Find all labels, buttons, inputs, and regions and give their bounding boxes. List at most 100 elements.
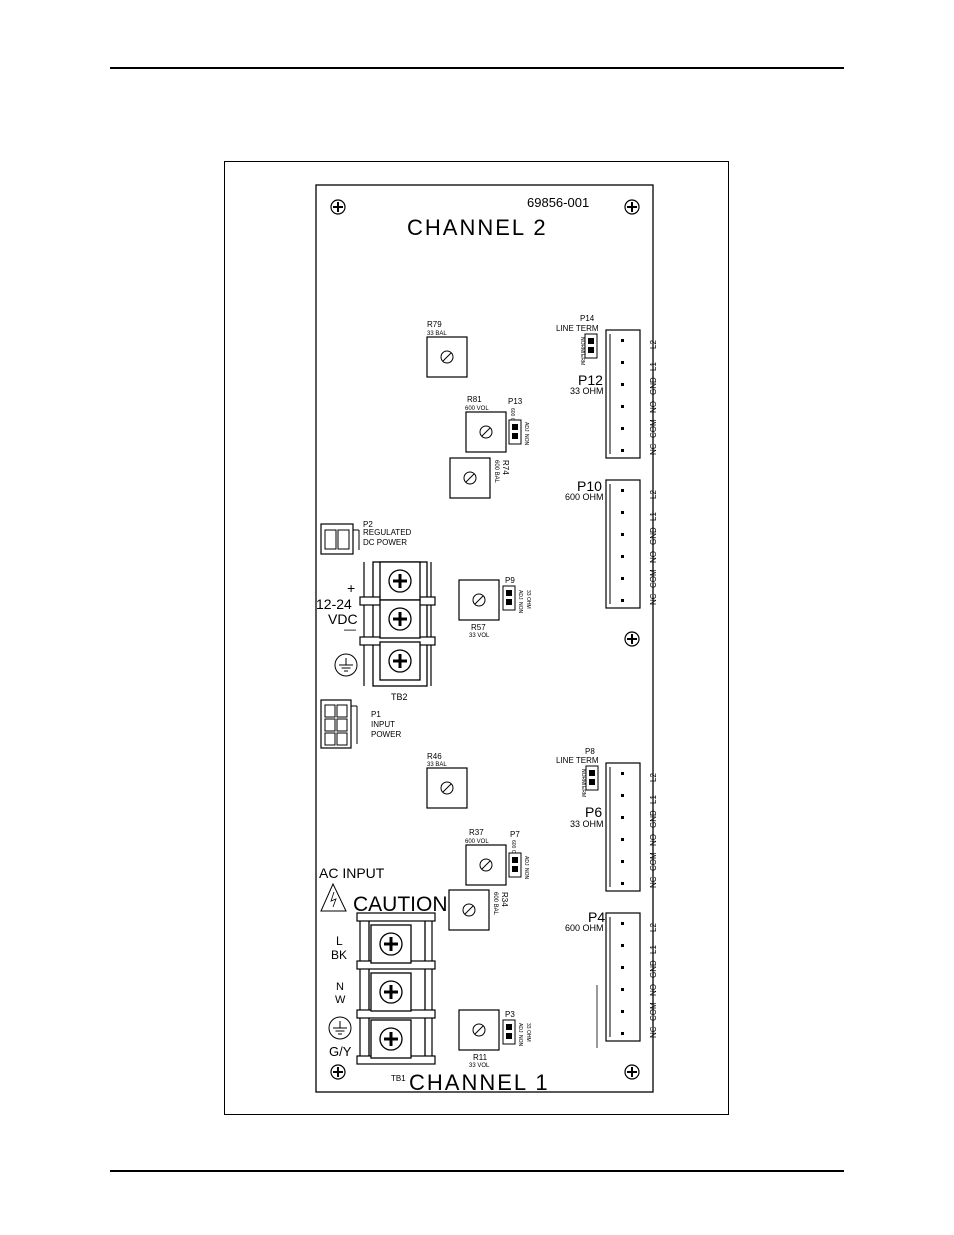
caution-label: CAUTION — [353, 893, 448, 916]
connector-p10-pin-no: NO — [649, 551, 658, 563]
connector-p4-value: 600 OHM — [565, 923, 604, 933]
connector-p6-ref: P6 — [585, 804, 602, 820]
pot-r34-value: 600 BAL — [492, 892, 498, 916]
jumper-p7[interactable] — [508, 852, 522, 878]
pot-r11[interactable] — [458, 1009, 500, 1051]
connector-p12-pin-gnd: GND — [649, 377, 658, 395]
connector-p10-ref: P10 — [577, 478, 602, 494]
connector-p12-pin-l1: L1 — [649, 362, 658, 371]
pot-r34[interactable] — [448, 889, 490, 931]
header-rule — [110, 67, 844, 69]
jumper-p13[interactable] — [508, 419, 522, 445]
p2-label-1: REGULATED — [363, 528, 412, 537]
jumper-p9[interactable] — [502, 585, 516, 611]
jumper-p9-value: 33 OHM — [525, 590, 531, 609]
ac-input-title: AC INPUT — [319, 865, 385, 881]
p2-cavity — [324, 529, 337, 550]
white-wire-label: W — [335, 994, 346, 1006]
connector-p12-pin-l2: L2 — [649, 340, 658, 349]
tb2-terminal-plus[interactable] — [378, 560, 422, 602]
mounting-screw-icon — [330, 199, 346, 215]
jumper-p3-non: NON — [517, 1035, 523, 1047]
connector-p6-pin-com: COM — [649, 852, 658, 871]
p2-label-2: DC POWER — [363, 538, 407, 547]
jumper-p7-non: NON — [523, 868, 529, 880]
connector-p12-pin-nc: NC — [649, 443, 658, 455]
jumper-p7-ref: P7 — [510, 830, 520, 839]
tb2-terminal-minus[interactable] — [378, 598, 422, 640]
connector-p6-pin-no: NO — [649, 834, 658, 846]
pot-r37-value: 600 VOL — [465, 839, 489, 845]
connector-p12[interactable] — [605, 329, 641, 459]
figure-frame — [224, 161, 729, 1115]
mounting-screw-icon — [330, 1064, 346, 1080]
pot-r74-value: 600 BAL — [493, 460, 499, 484]
connector-p10-value: 600 OHM — [565, 492, 604, 502]
connector-p10-pin-nc: NC — [649, 593, 658, 605]
jumper-p14[interactable] — [584, 333, 598, 359]
connector-p10-pin-l2: L2 — [649, 490, 658, 499]
connector-p10-pin-l1: L1 — [649, 512, 658, 521]
mounting-screw-icon — [624, 631, 640, 647]
tb1-divider — [356, 912, 436, 922]
pot-r11-value: 33 VOL — [469, 1063, 490, 1069]
plus-label: + — [347, 580, 355, 596]
tb2-terminal-ground[interactable] — [378, 640, 422, 682]
pot-r81[interactable] — [465, 411, 507, 453]
connector-p6-pin-gnd: GND — [649, 810, 658, 828]
connector-p4-pin-l1: L1 — [649, 945, 658, 954]
connector-p12-value: 33 OHM — [570, 386, 604, 396]
jumper-p13-value: 600 OHM — [509, 408, 515, 429]
pot-r46[interactable] — [426, 767, 468, 809]
connector-p10-pin-com: COM — [649, 569, 658, 588]
connector-p6[interactable] — [605, 762, 641, 892]
lightning-bolt-icon — [330, 891, 337, 908]
p1-ref: P1 — [371, 710, 381, 719]
pot-r57-value: 33 VOL — [469, 633, 490, 639]
pot-r37-ref: R37 — [469, 828, 484, 837]
jumper-p13-adj: ADJ — [523, 422, 529, 432]
pot-r34-ref: R34 — [500, 892, 509, 907]
jumper-p8-label: LINE TERM — [556, 756, 599, 765]
jumper-p7-adj: ADJ — [523, 856, 529, 866]
neutral-label: N — [336, 981, 344, 993]
connector-p4[interactable] — [605, 912, 641, 1042]
channel-1-title: CHANNEL 1 — [409, 1070, 550, 1095]
jumper-p13-ref: P13 — [508, 397, 523, 406]
pot-r74[interactable] — [449, 457, 491, 499]
warning-triangle-icon — [320, 882, 347, 912]
pot-r57[interactable] — [458, 579, 500, 621]
pot-r79-value: 33 BAL — [427, 331, 447, 337]
green-yellow-wire-label: G/Y — [329, 1044, 352, 1059]
jumper-p3-ref: P3 — [505, 1010, 515, 1019]
tb2-label: TB2 — [391, 692, 408, 702]
jumper-p8[interactable] — [585, 765, 599, 791]
tb1-terminal-neutral[interactable] — [369, 971, 413, 1013]
pot-r46-ref: R46 — [427, 752, 442, 761]
minus-label: — — [344, 622, 356, 636]
p1-cavity — [336, 732, 348, 746]
p1-cavity — [336, 704, 348, 718]
voltage-label: 12-24 — [316, 596, 352, 612]
pot-r74-ref: R74 — [501, 460, 510, 475]
pot-r57-ref: R57 — [471, 623, 486, 632]
jumper-p7-value: 600 OHM — [510, 840, 516, 861]
pot-r37[interactable] — [465, 844, 507, 886]
tb1-terminal-line[interactable] — [369, 923, 413, 965]
p1-cavity — [324, 718, 336, 732]
tb1-terminal-ground[interactable] — [369, 1018, 413, 1060]
pot-r81-ref: R81 — [467, 395, 482, 404]
connector-p10[interactable] — [605, 479, 641, 609]
mounting-screw-icon — [624, 199, 640, 215]
jumper-p14-term: TERM — [579, 351, 585, 365]
jumper-p3[interactable] — [502, 1019, 516, 1045]
jumper-p3-value: 33 OHM — [525, 1023, 531, 1042]
connector-p4-pin-com: COM — [649, 1002, 658, 1021]
connector-p12-pin-no: NO — [649, 401, 658, 413]
p2-ref: P2 — [363, 520, 373, 529]
p1-connector[interactable] — [320, 699, 352, 749]
pot-r79[interactable] — [426, 336, 468, 378]
black-wire-label: BK — [331, 948, 347, 962]
jumper-p14-norm: NORM — [579, 337, 585, 352]
